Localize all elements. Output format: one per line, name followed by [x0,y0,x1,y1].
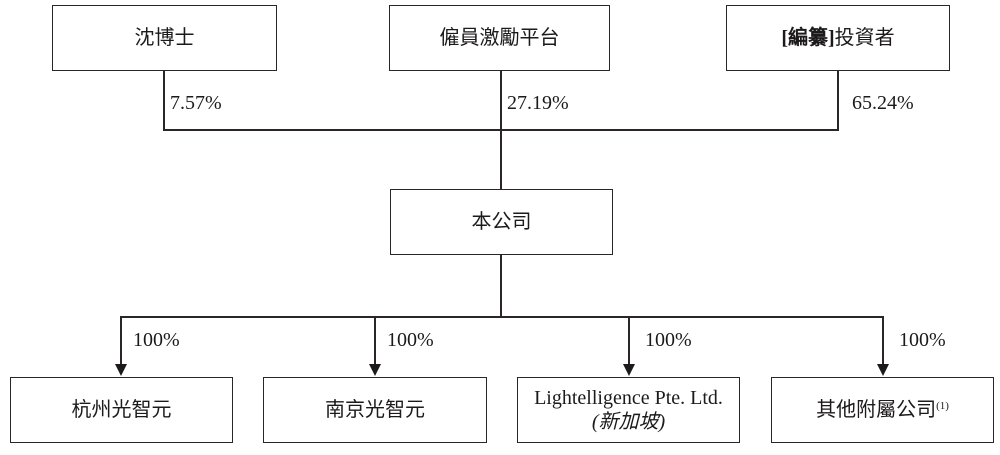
node-dr-shen: 沈博士 [52,5,277,71]
arrow-down-icon [877,364,889,376]
node-lightelligence-name: Lightelligence Pte. Ltd. [534,387,723,409]
edge-company-to-other [882,316,884,366]
node-employee-incentive-platform-label: 僱員激勵平台 [439,27,560,49]
node-hangzhou-guangzhiyuan: 杭州光智元 [10,377,233,443]
node-company-label: 本公司 [471,211,532,233]
ownership-label-lightelligence: 100% [645,329,692,351]
edge-shareholders-bus-line [163,129,839,131]
node-other-label: 其他附屬公司(1) [816,398,949,422]
node-lightelligence-singapore: Lightelligence Pte. Ltd. (新加坡) [517,377,740,443]
edge-company-to-hangzhou [120,316,122,366]
edge-dr-shen-to-company [163,71,165,131]
redacted-marker: [編纂] [781,27,835,49]
edge-company-down [500,255,502,317]
ownership-label-dr-shen: 7.57% [170,92,222,114]
arrow-down-icon [623,364,635,376]
ownership-label-esop: 27.19% [507,92,569,114]
arrow-down-icon [115,364,127,376]
node-dr-shen-label: 沈博士 [134,27,195,49]
arrow-down-icon [369,364,381,376]
node-redacted-investors-label: [編纂]投資者 [781,26,894,50]
edge-company-to-nanjing [374,316,376,366]
node-company: 本公司 [390,189,613,255]
ownership-label-other: 100% [899,329,946,351]
footnote-marker: (1) [936,400,949,412]
node-lightelligence-location: (新加坡) [591,411,666,433]
ownership-label-investors: 65.24% [852,92,914,114]
ownership-label-hangzhou: 100% [133,329,180,351]
node-employee-incentive-platform: 僱員激勵平台 [389,5,610,71]
node-hangzhou-label: 杭州光智元 [71,399,172,421]
node-redacted-investors: [編纂]投資者 [726,5,950,71]
node-other-subsidiaries: 其他附屬公司(1) [771,377,994,443]
ownership-label-nanjing: 100% [387,329,434,351]
investors-text: 投資者 [834,27,895,49]
edge-company-to-lightelligence [628,316,630,366]
node-nanjing-guangzhiyuan: 南京光智元 [263,377,487,443]
other-subsidiaries-text: 其他附屬公司 [816,399,937,421]
edge-investors-to-company [837,71,839,131]
node-nanjing-label: 南京光智元 [325,399,425,421]
edge-subsidiaries-bus-line [120,316,884,318]
